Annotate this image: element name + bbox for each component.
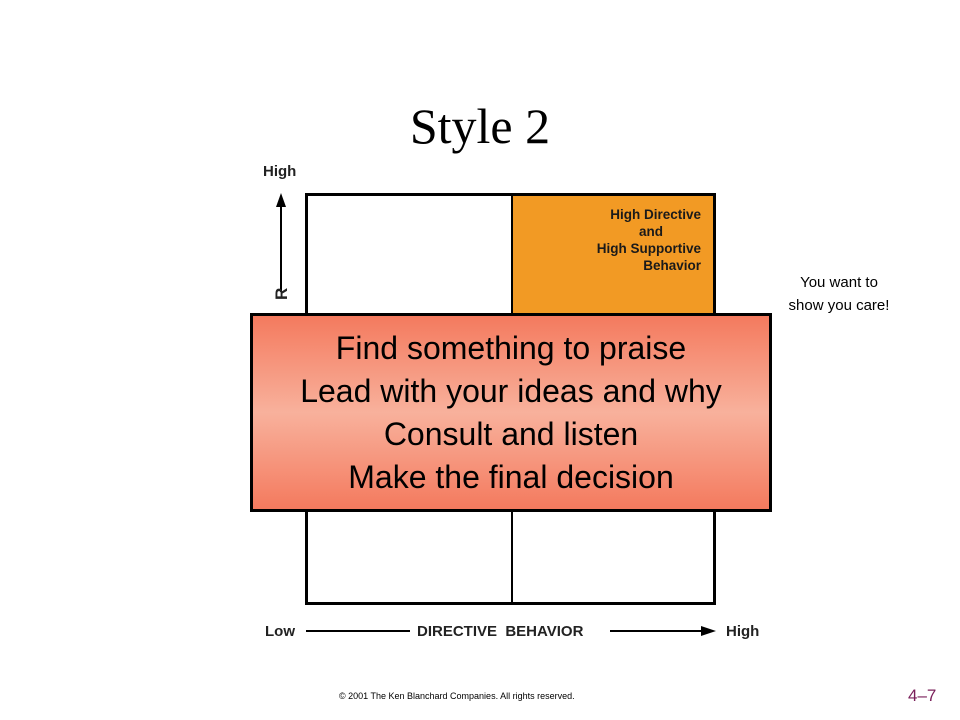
callout-line: Consult and listen xyxy=(383,415,639,452)
x-axis-low-label: Low xyxy=(265,623,295,640)
quadrant-line: and xyxy=(638,224,663,239)
slide-title: Style 2 xyxy=(409,98,551,154)
side-note-line: show you care! xyxy=(788,297,890,314)
side-note-line: You want to xyxy=(800,274,878,291)
callout-line: Make the final decision xyxy=(348,458,674,495)
x-axis-arrowhead xyxy=(701,626,716,636)
quadrant-line: High Supportive xyxy=(596,241,701,256)
callout-box: Find something to praise Lead with your … xyxy=(250,313,772,512)
side-note: You want to show you care! xyxy=(764,271,914,317)
copyright-footer: © 2001 The Ken Blanchard Companies. All … xyxy=(339,691,575,701)
callout-line: Lead with your ideas and why xyxy=(300,372,722,409)
quadrant-line: High Directive xyxy=(610,207,701,222)
x-axis-label: DIRECTIVE BEHAVIOR xyxy=(417,623,584,640)
x-axis-high-label: High xyxy=(726,623,760,640)
y-axis-high-label: High xyxy=(263,163,297,180)
callout-line: Find something to praise xyxy=(335,329,687,366)
y-axis-partial-label: R xyxy=(272,287,291,300)
page-number: 4–7 xyxy=(908,686,937,705)
quadrant-top-right-text: High Directive and High Supportive Behav… xyxy=(597,206,701,274)
quadrant-line: Behavior xyxy=(643,258,701,273)
y-axis-arrowhead xyxy=(276,193,286,207)
